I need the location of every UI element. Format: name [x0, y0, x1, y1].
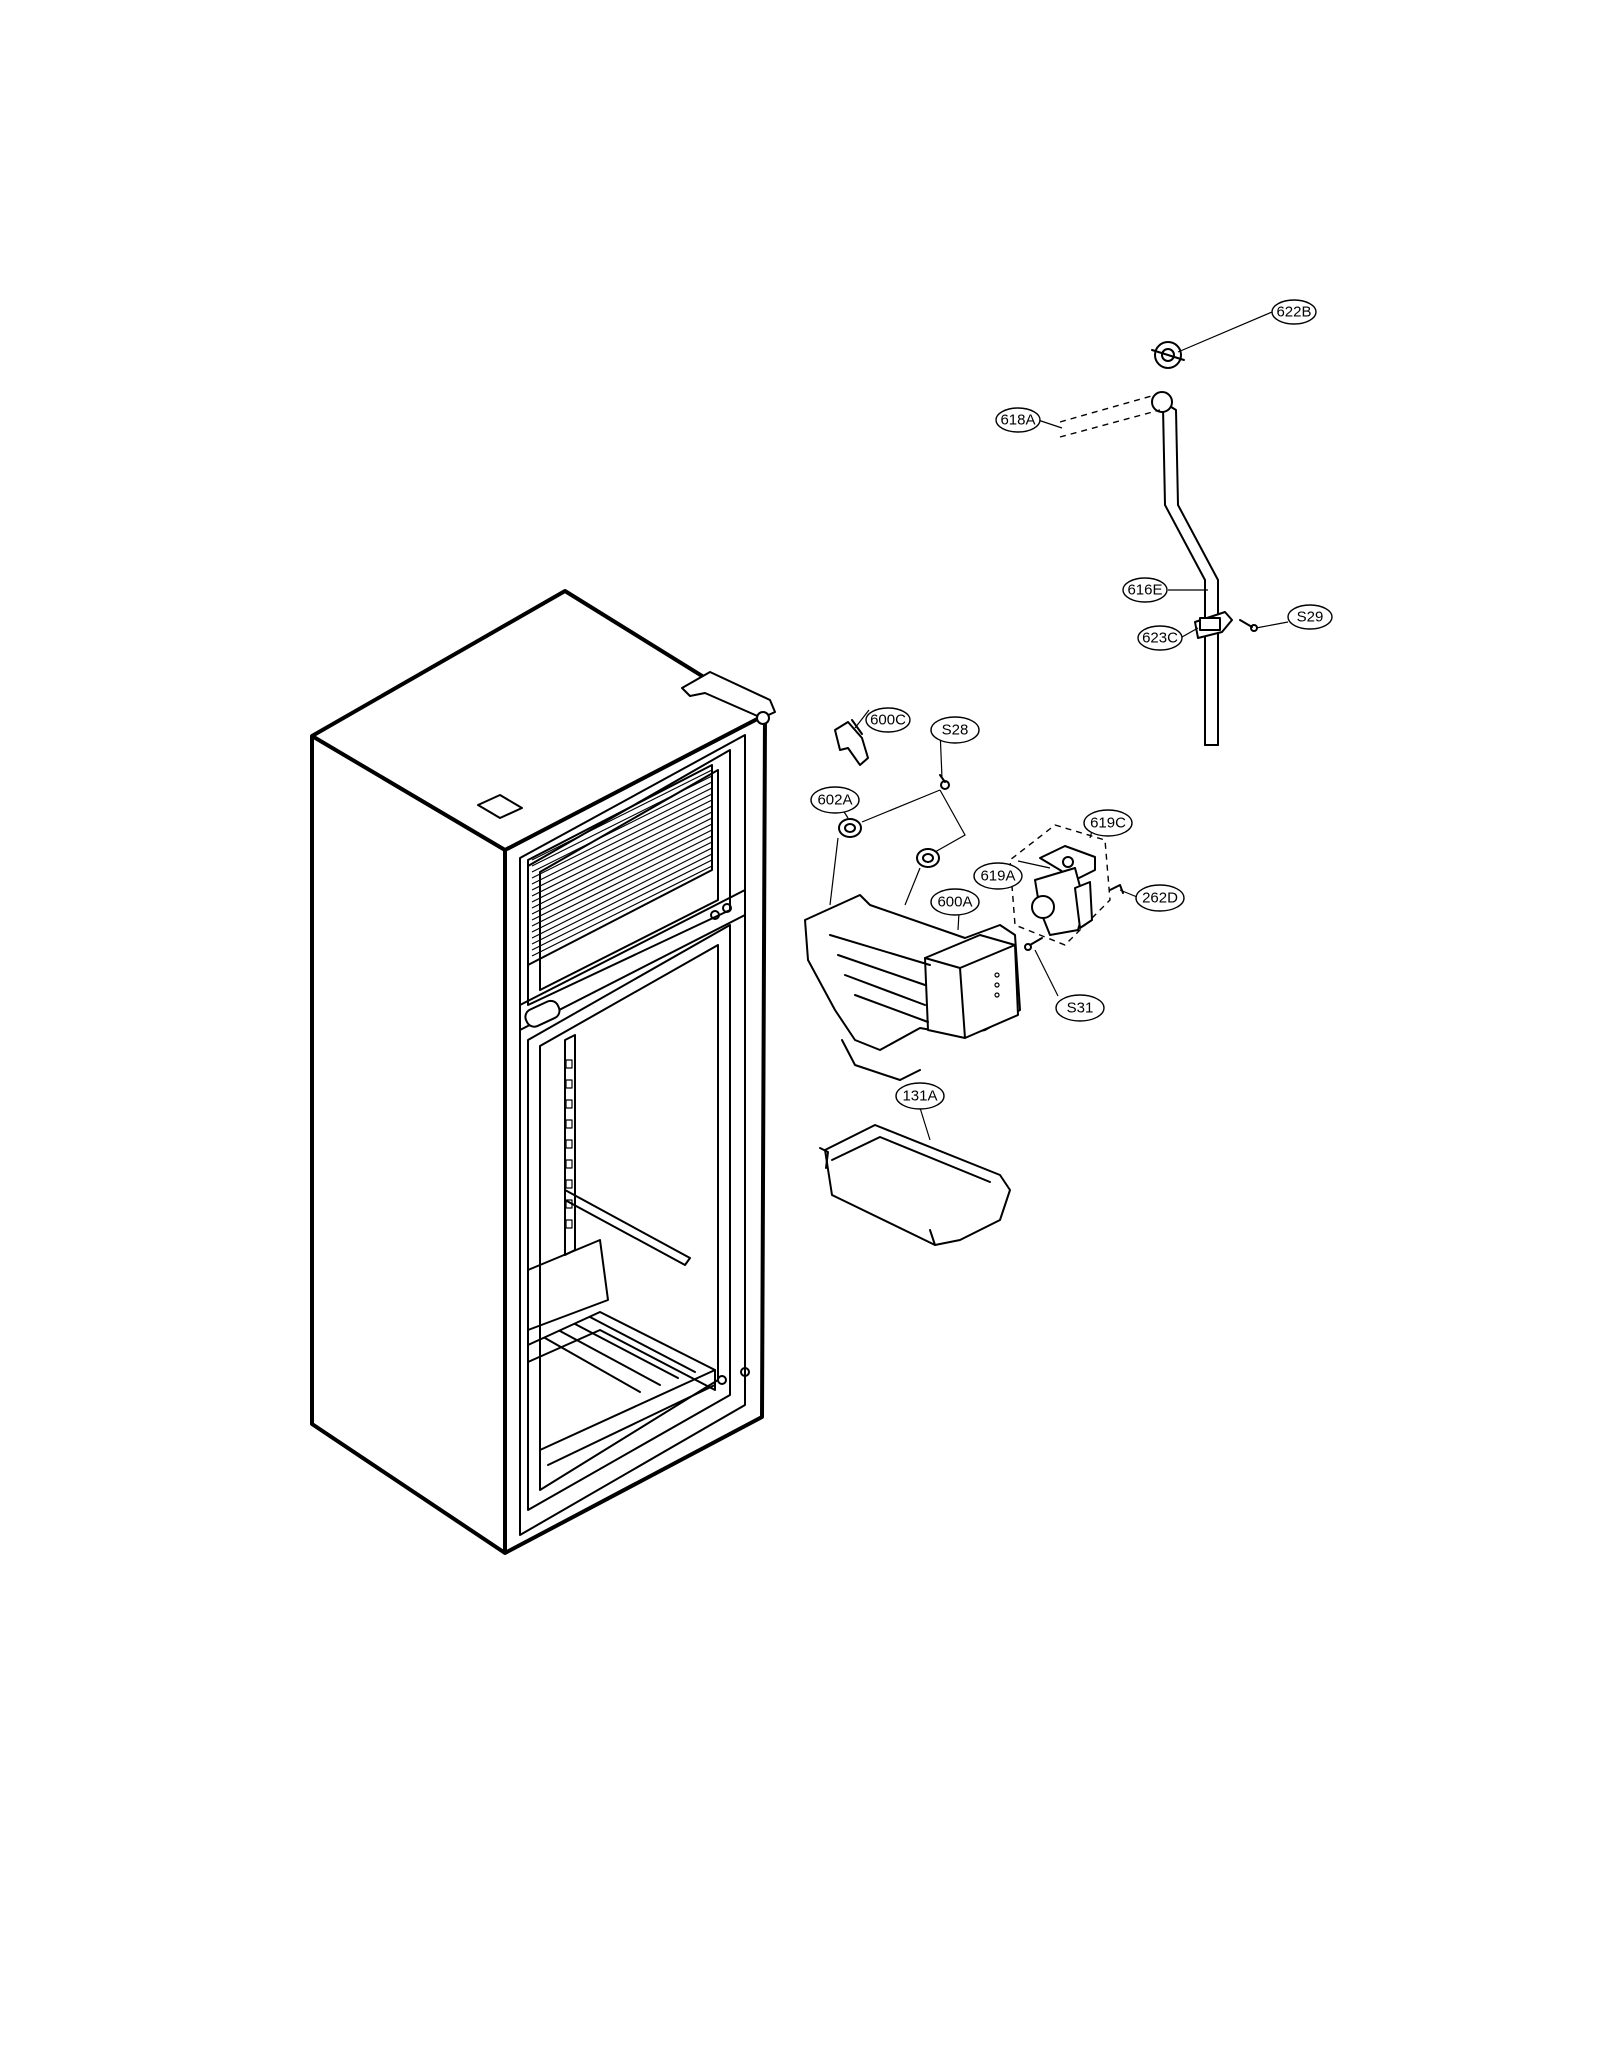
- water-valve-assembly: [1009, 824, 1124, 951]
- label-623c: 623C: [1137, 625, 1183, 651]
- screw-s29: [1239, 619, 1258, 632]
- svg-text:619C: 619C: [1090, 815, 1126, 832]
- svg-text:602A: 602A: [817, 792, 852, 809]
- svg-text:S28: S28: [942, 722, 969, 739]
- svg-text:S29: S29: [1297, 609, 1324, 626]
- label-619c: 619C: [1083, 809, 1133, 837]
- part-labels: 622B 618A 616E S29 623C 600C S28 602A: [810, 299, 1333, 1110]
- ice-maker-assembly: [804, 719, 1021, 1246]
- water-tube-assembly: [1059, 341, 1258, 746]
- label-602a: 602A: [810, 786, 860, 814]
- refrigerator-cabinet: [310, 589, 776, 1555]
- label-619a: 619A: [973, 862, 1023, 890]
- svg-text:S31: S31: [1067, 1000, 1094, 1017]
- label-s28: S28: [930, 716, 980, 744]
- grommet-602a: [838, 818, 940, 868]
- label-262d: 262D: [1135, 884, 1185, 912]
- svg-text:600C: 600C: [870, 712, 906, 729]
- svg-text:600A: 600A: [937, 894, 972, 911]
- label-618a: 618A: [995, 407, 1041, 433]
- label-s29: S29: [1287, 604, 1333, 630]
- screw-s28: [939, 774, 950, 790]
- label-600a: 600A: [930, 888, 980, 916]
- label-s31: S31: [1055, 994, 1105, 1022]
- bracket-600c: [834, 719, 869, 766]
- label-622b: 622B: [1271, 299, 1317, 325]
- label-616e: 616E: [1122, 577, 1168, 603]
- svg-text:619A: 619A: [980, 868, 1015, 885]
- clip-622b: [1151, 341, 1185, 369]
- svg-text:262D: 262D: [1142, 890, 1178, 907]
- clamp-623c: [1194, 611, 1233, 639]
- svg-text:622B: 622B: [1276, 304, 1311, 321]
- svg-text:616E: 616E: [1127, 582, 1162, 599]
- svg-text:623C: 623C: [1142, 630, 1178, 647]
- svg-text:131A: 131A: [902, 1088, 937, 1105]
- label-131a: 131A: [895, 1082, 945, 1110]
- label-600c: 600C: [865, 707, 911, 733]
- ice-maker-600a: [804, 894, 1021, 1081]
- ice-bin-131a: [819, 1124, 1011, 1246]
- svg-text:618A: 618A: [1000, 412, 1035, 429]
